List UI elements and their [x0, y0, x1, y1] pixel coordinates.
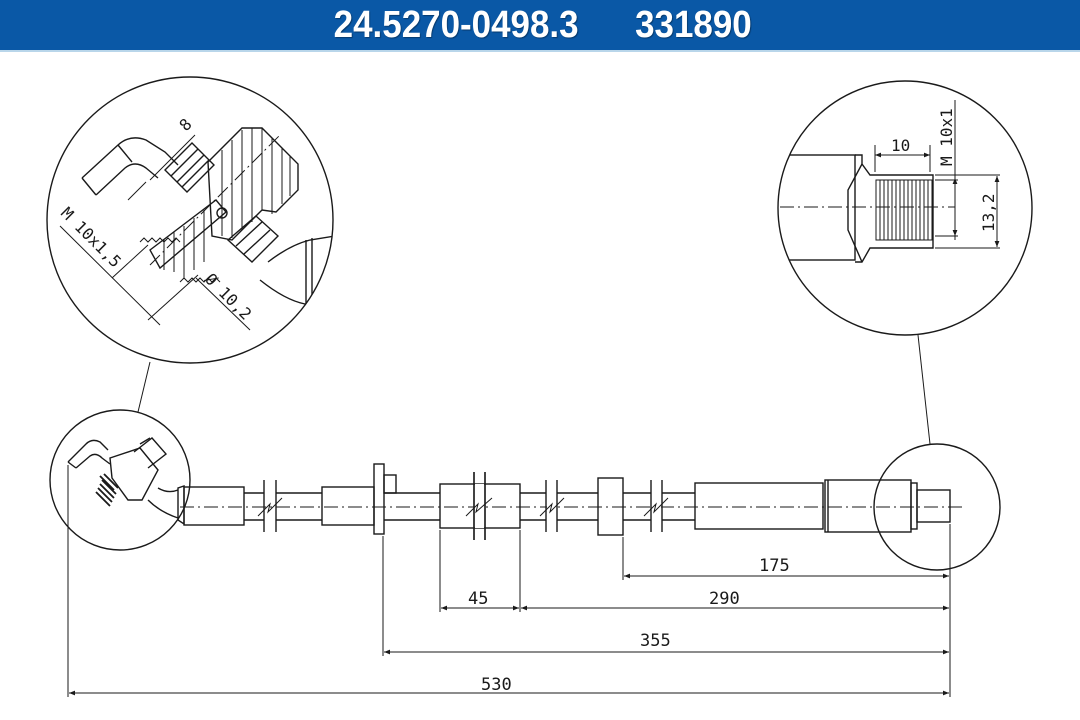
- small-detail-circle-right: [873, 443, 1001, 571]
- dim-45: 45: [468, 589, 488, 609]
- title-bar: 24.5270-0498.3 331890: [0, 0, 1080, 52]
- dim-depth-10: 10: [891, 136, 910, 155]
- leader-line-left: [137, 361, 151, 413]
- hose-assembly: [49, 409, 1001, 571]
- dim-thread-m10x1-5: M 10x1,5: [57, 203, 125, 271]
- dimension-lines: 175 45 290 355 530: [67, 465, 951, 697]
- reference-number: 331890: [634, 3, 752, 46]
- dim-diameter-10-2: Ø 10,2: [201, 269, 255, 323]
- dim-175: 175: [759, 556, 790, 576]
- small-detail-circle-left: [49, 409, 191, 551]
- dim-thread-m10x1: M 10x1: [937, 108, 956, 166]
- part-number: 24.5270-0498.3: [334, 3, 580, 46]
- dim-355: 355: [640, 631, 671, 651]
- detail-circle-left: 8 M 10x1,5 Ø 10,2: [46, 76, 334, 364]
- leader-line-right: [917, 334, 931, 445]
- dim-diameter-13-2: 13,2: [979, 193, 998, 232]
- dim-290: 290: [709, 589, 740, 609]
- dim-width-across-8: 8: [175, 115, 195, 135]
- detail-circle-right: 10 M 10x1 13,2: [777, 80, 1033, 336]
- dim-530: 530: [481, 675, 512, 695]
